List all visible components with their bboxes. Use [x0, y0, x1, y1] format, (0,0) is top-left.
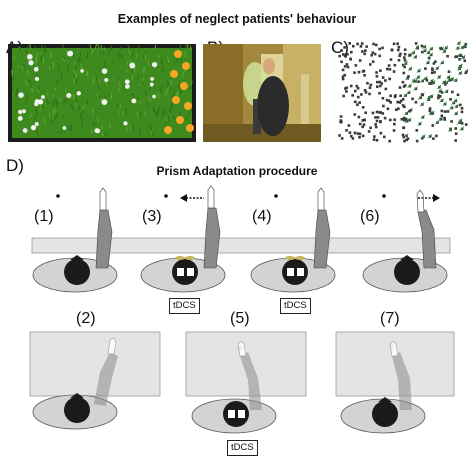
step-6-figure [362, 189, 448, 293]
step-label-7: (7) [380, 310, 400, 327]
step-3-figure [140, 185, 226, 293]
head [172, 259, 198, 285]
head [223, 401, 249, 427]
head [64, 259, 90, 285]
target-dot [274, 194, 278, 198]
cancellation-dots [338, 40, 469, 143]
corridor-photo [203, 44, 321, 142]
hand [107, 337, 117, 355]
panel-d-label: D) [6, 156, 24, 175]
arm [417, 209, 437, 269]
head [372, 401, 398, 427]
arm-faded [240, 352, 262, 410]
arm [203, 207, 221, 269]
board-box [29, 331, 161, 397]
step-label-3: (3) [142, 208, 162, 225]
step-4-figure [250, 187, 336, 293]
step-1-figure [32, 187, 118, 293]
grass-photo [8, 44, 196, 142]
hand [389, 340, 399, 357]
step-label-4: (4) [252, 208, 272, 225]
arm-faded [392, 352, 412, 410]
target-dot [164, 194, 168, 198]
head [394, 259, 420, 285]
target-dot [56, 194, 60, 198]
step-label-6: (6) [360, 208, 380, 225]
hand [237, 340, 247, 357]
step-label-2: (2) [76, 310, 96, 327]
head [282, 259, 308, 285]
step-5-figure [185, 331, 307, 434]
step-label-5: (5) [230, 310, 250, 327]
hand [99, 187, 107, 211]
grass-illustration [11, 44, 194, 138]
figure-title: Examples of neglect patients' behaviour [117, 12, 357, 26]
head [64, 397, 90, 423]
arm-faded [94, 352, 118, 406]
step-2-figure [29, 331, 161, 430]
arm [313, 209, 331, 269]
hand [207, 185, 215, 209]
cancellation-task [334, 38, 470, 144]
hand [416, 189, 425, 213]
panel-c-label: C) [331, 38, 349, 57]
target-dot [382, 194, 386, 198]
step-label-1: (1) [34, 208, 54, 225]
procedure-title: Prism Adaptation procedure [156, 164, 318, 178]
tdcs-label-step-5: tDCS [227, 440, 258, 456]
arm [95, 209, 113, 269]
hand [317, 187, 325, 211]
pointing-board [31, 237, 451, 254]
tdcs-label-step-3: tDCS [169, 298, 200, 314]
tdcs-label-step-4: tDCS [280, 298, 311, 314]
step-7-figure [335, 331, 455, 434]
corridor-illustration [203, 44, 321, 142]
